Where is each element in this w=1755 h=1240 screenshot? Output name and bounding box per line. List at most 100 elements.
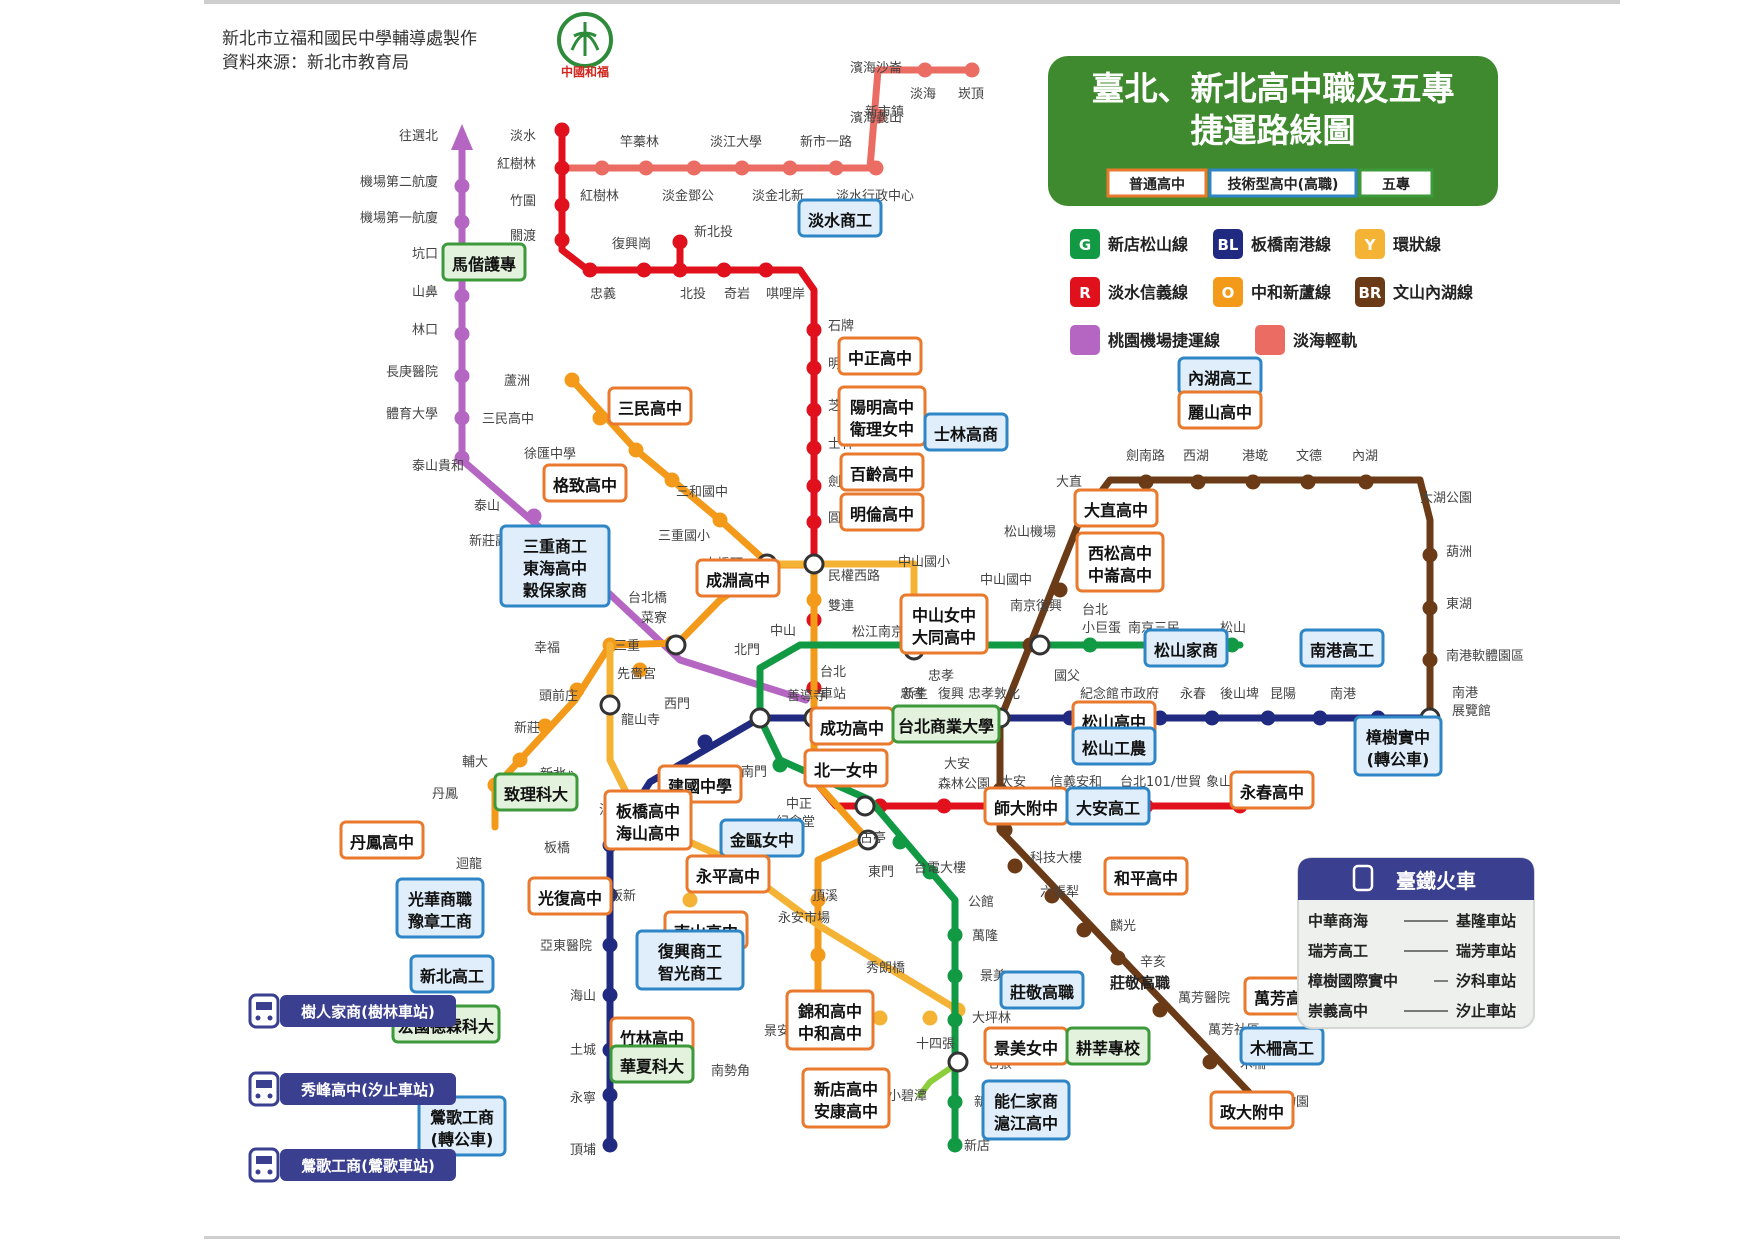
zhonghe-station xyxy=(569,682,585,698)
station-label: 板新 xyxy=(610,888,636,904)
school-type-label: 五專 xyxy=(1382,176,1410,193)
station-label: 幸福 xyxy=(534,641,560,656)
station-label: 機場第一航廈 xyxy=(360,210,438,226)
songshan-station xyxy=(772,757,788,773)
station-label: 先嗇宮 xyxy=(617,666,656,682)
station-label: 永寧 xyxy=(570,1090,596,1106)
station-label: 忠孝 xyxy=(900,687,926,702)
station-label: 森林公園 xyxy=(938,777,990,792)
station-label: 新店 xyxy=(964,1138,990,1154)
station-label: 崁頂 xyxy=(958,87,984,102)
tamsui-station xyxy=(806,402,822,418)
legend-label: 環狀線 xyxy=(1393,235,1441,254)
bannan-station xyxy=(602,987,618,1003)
tamsui-station xyxy=(554,197,570,213)
station-label: 信義安和 xyxy=(1050,774,1102,790)
school-name: 復興商工 xyxy=(657,942,722,961)
train-row-station: 基隆車站 xyxy=(1455,912,1516,930)
wenhu-station xyxy=(1358,474,1374,490)
school-tag: 師大附中 xyxy=(983,786,1069,826)
school-name: 南港高工 xyxy=(1310,641,1374,660)
school-name: 大安高工 xyxy=(1076,799,1140,818)
bannan-station xyxy=(1260,710,1276,726)
train-icon xyxy=(248,993,280,1029)
airport-station xyxy=(454,214,470,230)
school-tag: 士林高商 xyxy=(923,412,1009,452)
station-label: 古亭 xyxy=(860,830,886,846)
danhai-station xyxy=(782,160,798,176)
school-tag: 政大附中 xyxy=(1209,1090,1295,1130)
school-name: 中正高中 xyxy=(848,349,912,368)
airport-station xyxy=(454,288,470,304)
danhai-station xyxy=(734,160,750,176)
station-label: 西門 xyxy=(664,697,690,712)
songshan-station xyxy=(947,1094,963,1110)
school-name: 景美女中 xyxy=(994,1039,1058,1058)
station-label: 新北投 xyxy=(694,224,733,240)
station-label: 新莊 xyxy=(514,720,540,736)
transfer-station xyxy=(857,829,879,851)
school-tag: 耕莘專校 xyxy=(1065,1026,1151,1066)
train-connection-box: 臺鐵火車中華商海基隆車站瑞芳高工瑞芳車站樟樹國際實中汐科車站崇義高中汐止車站 xyxy=(1297,857,1535,1029)
station-label: 濱海沙崙 xyxy=(850,61,902,76)
school-name: 耕莘專校 xyxy=(1076,1039,1141,1058)
legend-swatch xyxy=(1070,229,1100,259)
train-icon xyxy=(248,1071,280,1107)
station-label: 松江南京 xyxy=(852,624,904,640)
school-name: 三重商工 xyxy=(523,537,587,556)
wenhu-station xyxy=(1300,474,1316,490)
songshan-station xyxy=(947,1012,963,1028)
transfer-station xyxy=(599,694,621,716)
school-type-label: 技術型高中(高職) xyxy=(1228,176,1339,193)
station-label: 大坪林 xyxy=(972,1011,1011,1026)
songshan-station xyxy=(947,1137,963,1153)
station-label: 南港 xyxy=(1330,686,1356,702)
station-label: 板橋 xyxy=(544,841,570,856)
danhai-station xyxy=(964,62,980,78)
wenhu-station xyxy=(1076,922,1092,938)
legend-label: 文山內湖線 xyxy=(1393,283,1473,302)
train-row-station: 汐科車站 xyxy=(1456,972,1516,990)
school-name: 成淵高中 xyxy=(706,571,770,590)
tamsui-station xyxy=(716,262,732,278)
school-name: 莊敬高職 xyxy=(1010,983,1074,1002)
station-label: 菜寮 xyxy=(641,610,667,626)
school-name: 華夏科大 xyxy=(620,1057,684,1076)
station-label: 泰山 xyxy=(474,499,500,514)
train-school-label: 鶯歌工商(鶯歌車站) xyxy=(301,1157,435,1175)
station-label: 台電大樓 xyxy=(914,861,966,876)
wenhu-station xyxy=(1007,858,1023,874)
tamsui-station xyxy=(554,232,570,248)
station-label: 淡水 xyxy=(510,129,536,144)
danhai-station xyxy=(917,62,933,78)
bannan-station xyxy=(1204,710,1220,726)
zhonghe-station xyxy=(512,752,528,768)
danhai-station xyxy=(870,108,886,124)
top-border xyxy=(204,0,1620,4)
wenhu-station xyxy=(1422,600,1438,616)
tamsui-station xyxy=(806,440,822,456)
station-label: 西湖 xyxy=(1183,449,1209,464)
school-tag: 格致高中 xyxy=(542,463,628,503)
station-label: 亞東醫院 xyxy=(540,938,592,954)
school-name: 中和高中 xyxy=(798,1024,862,1043)
school-name: 穀保家商 xyxy=(522,581,587,600)
station-label: 復興 xyxy=(938,686,964,702)
station-label: 中山國小 xyxy=(898,555,950,570)
school-name: 新北高工 xyxy=(420,967,484,986)
school-tag: 鶯歌工商(轉公車) xyxy=(417,1095,507,1157)
school-name: 台北商業大學 xyxy=(898,717,994,736)
credit-line-2: 資料來源：新北市教育局 xyxy=(222,53,409,73)
transfer-station xyxy=(665,634,687,656)
train-school-tag: 秀峰高中(汐止車站) xyxy=(248,1071,456,1107)
station-label: 永春 xyxy=(1180,687,1206,702)
tamsui-station xyxy=(806,514,822,530)
school-name: 中崙高中 xyxy=(1088,566,1152,585)
station-label: 公館 xyxy=(968,895,994,910)
danhai-line xyxy=(558,66,976,172)
legend-label: 淡海輕軌 xyxy=(1293,331,1357,350)
school-name: 新店高中 xyxy=(814,1080,878,1099)
